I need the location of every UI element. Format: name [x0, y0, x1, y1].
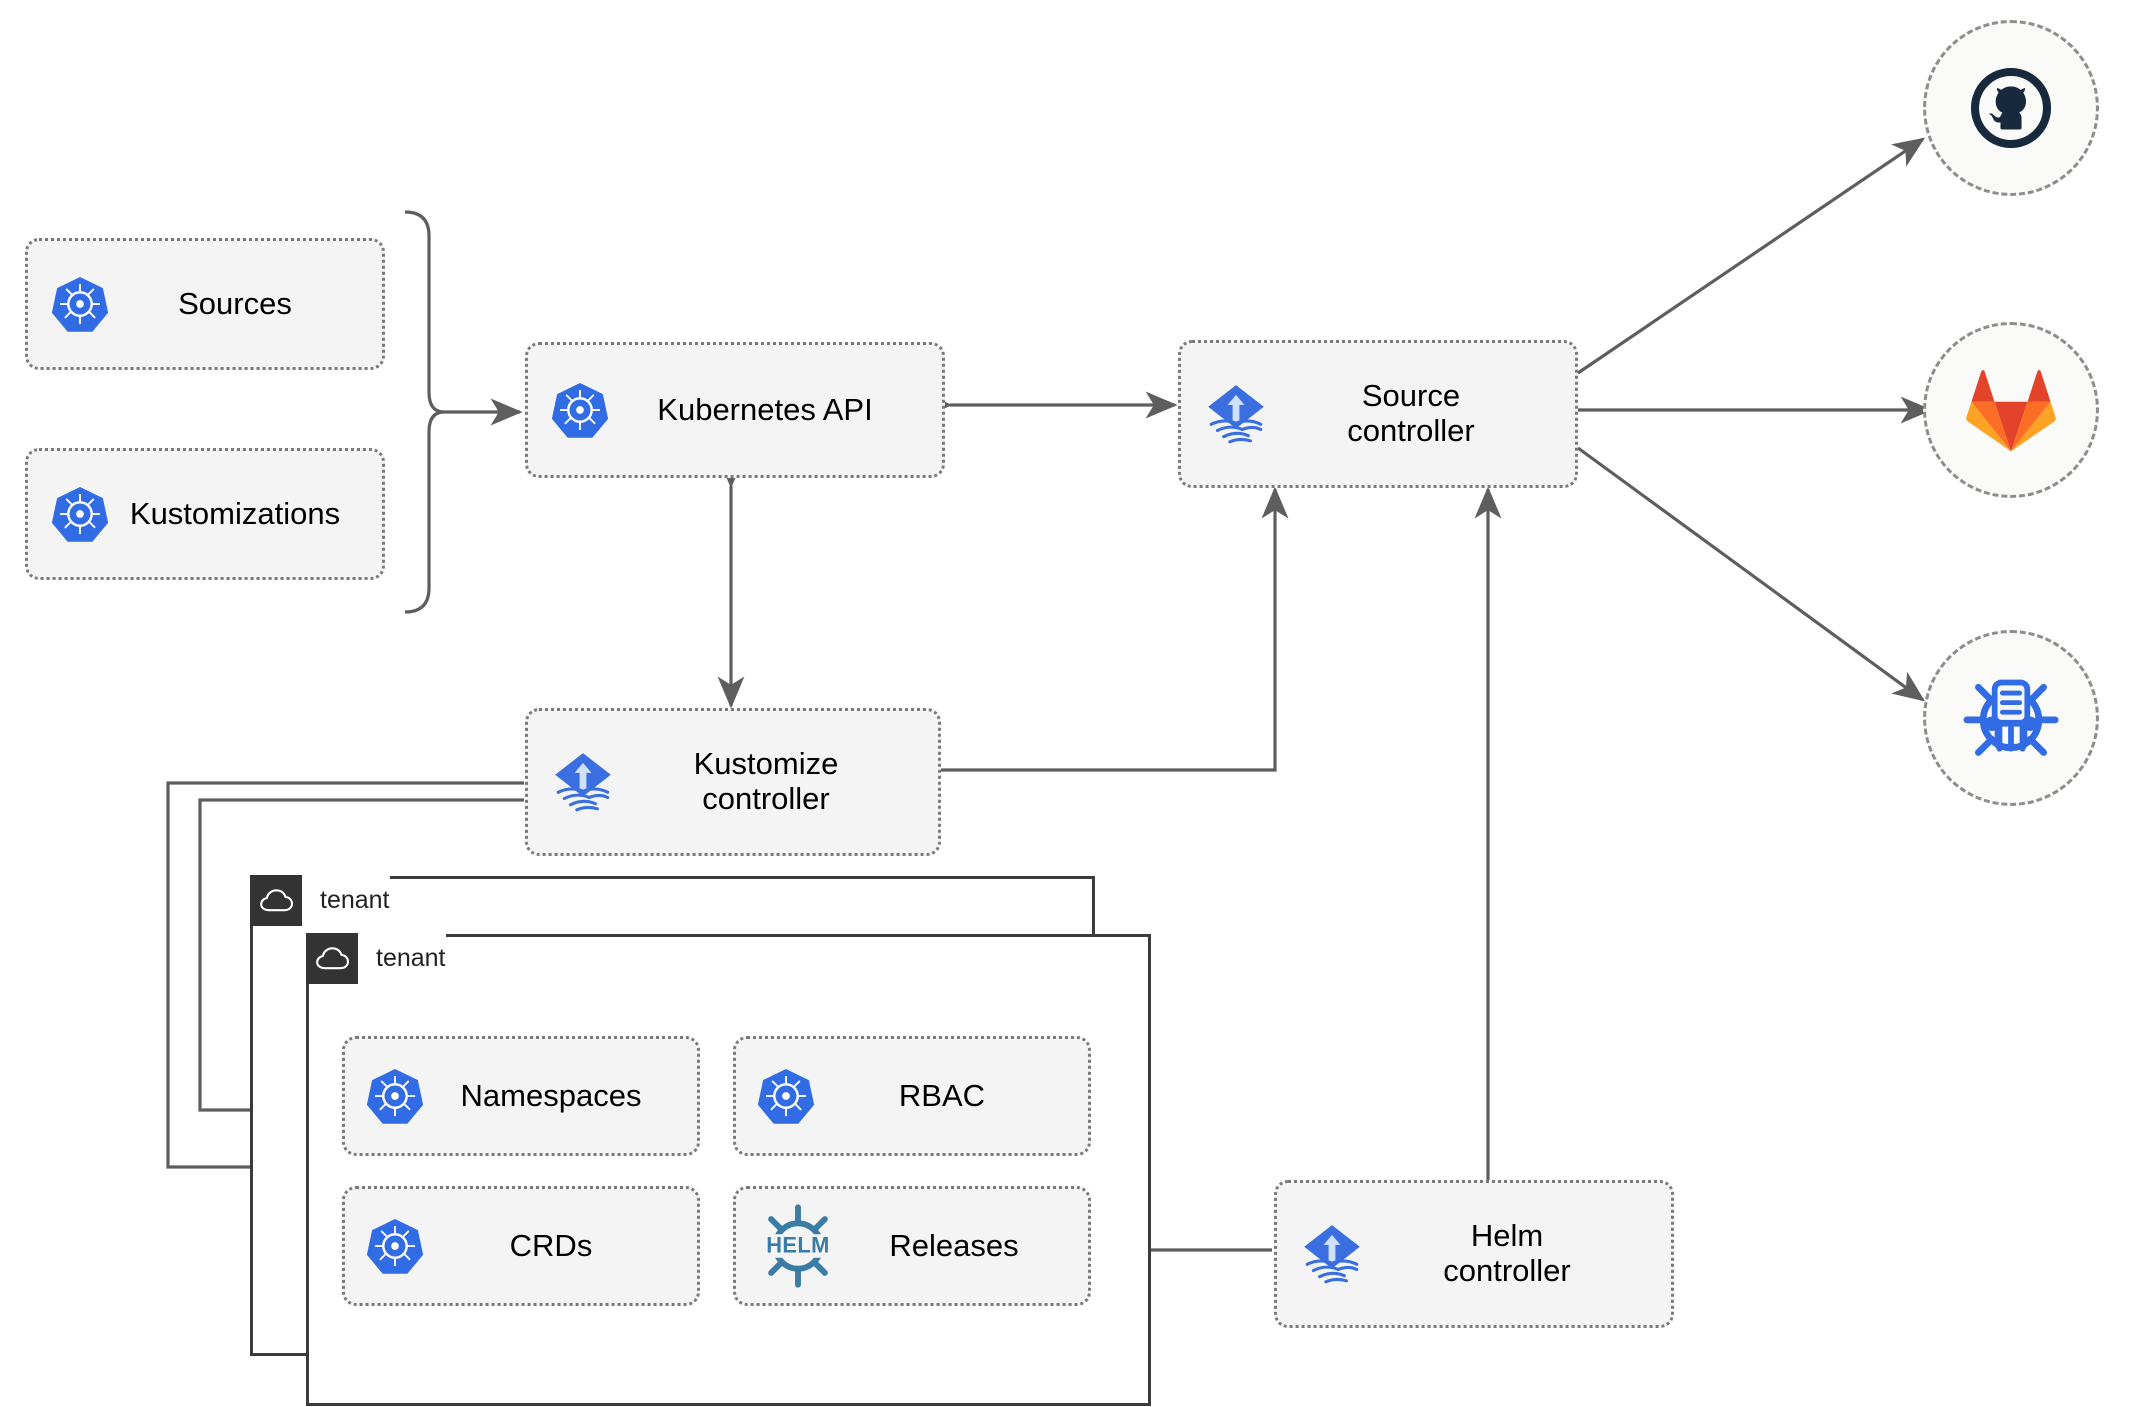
kubernetes-icon [756, 1066, 816, 1126]
flux-icon [1299, 1221, 1365, 1287]
node-namespaces[interactable]: Namespaces [342, 1036, 700, 1156]
node-releases[interactable]: HELM Releases [733, 1186, 1091, 1306]
provider-github[interactable] [1923, 20, 2099, 196]
gitlab-icon [1966, 370, 2056, 452]
kubernetes-icon [365, 1216, 425, 1276]
node-releases-label: Releases [889, 1227, 1019, 1263]
node-sources-label: Sources [178, 285, 292, 321]
node-kustomize-controller[interactable]: Kustomize controller [525, 708, 941, 856]
node-crds[interactable]: CRDs [342, 1186, 700, 1306]
github-icon [1970, 67, 2052, 149]
kubernetes-icon [365, 1066, 425, 1126]
flux-icon [550, 749, 616, 815]
edge-source-to-bucket [1577, 446, 1926, 702]
kubernetes-icon [550, 380, 610, 440]
tenant-tab-inner: tenant [306, 932, 446, 984]
node-rbac[interactable]: RBAC [733, 1036, 1091, 1156]
edge-source-to-github [1577, 137, 1926, 375]
node-source-controller[interactable]: Source controller [1178, 340, 1578, 488]
node-namespaces-label: Namespaces [460, 1077, 642, 1113]
bracket-sources-group [404, 210, 445, 614]
node-kustomizations-label: Kustomizations [129, 495, 341, 531]
node-kustomize-controller-label: Kustomize controller [693, 746, 839, 816]
node-helm-controller-label: Helm controller [1443, 1218, 1571, 1288]
svg-text:HELM: HELM [766, 1233, 830, 1258]
kubernetes-icon [50, 484, 110, 544]
node-kubernetes-api[interactable]: Kubernetes API [525, 342, 945, 478]
bucket-icon [1963, 679, 2059, 756]
kubernetes-icon [50, 274, 110, 334]
tenant-tab-outer: tenant [250, 874, 390, 926]
node-crds-label: CRDs [509, 1227, 593, 1263]
node-sources[interactable]: Sources [25, 238, 385, 370]
node-kustomizations[interactable]: Kustomizations [25, 448, 385, 580]
edge-kustomize-to-source [941, 486, 1289, 772]
node-kubernetes-api-label: Kubernetes API [657, 391, 873, 427]
cloud-icon [250, 874, 302, 926]
node-rbac-label: RBAC [898, 1077, 986, 1113]
node-helm-controller[interactable]: Helm controller [1274, 1180, 1674, 1328]
provider-bucket[interactable] [1923, 630, 2099, 806]
tenant-label-inner: tenant [376, 943, 446, 972]
tenant-label-outer: tenant [320, 885, 390, 914]
cloud-icon [306, 932, 358, 984]
tenant-container-inner: tenant [306, 932, 1151, 1406]
node-source-controller-label: Source controller [1347, 378, 1475, 448]
helm-icon: HELM [756, 1204, 840, 1288]
provider-gitlab[interactable] [1923, 322, 2099, 498]
flux-icon [1203, 381, 1269, 447]
